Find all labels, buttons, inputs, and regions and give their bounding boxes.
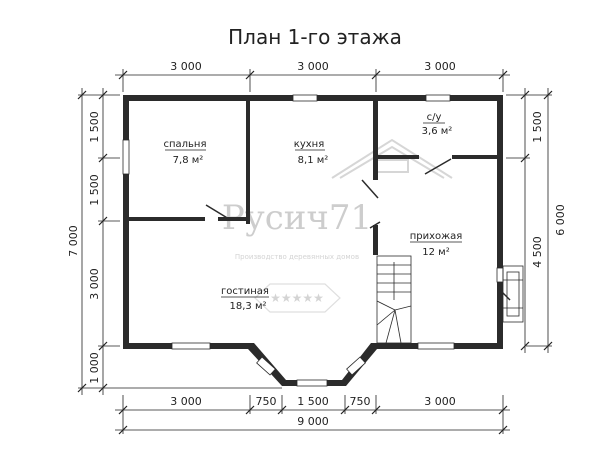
dim-left-1: 1 500 [88, 111, 101, 143]
kitchen-window-icon [292, 94, 318, 102]
room-labels: спальня 7,8 м² кухня 8,1 м² с/у 3,6 м² п… [163, 112, 462, 312]
room-area: 8,1 м² [298, 155, 329, 166]
room-kitchen: кухня 8,1 м² [294, 139, 329, 166]
room-name: с/у [427, 112, 442, 123]
room-name: кухня [294, 139, 324, 150]
bathroom-window-icon [425, 94, 451, 102]
watermark-stars-icon: ★★★★★ [270, 291, 324, 305]
dim-top-2: 3 000 [297, 60, 329, 73]
dim-left-2: 1 500 [88, 174, 101, 206]
room-living: гостиная 18,3 м² [221, 286, 269, 312]
living-window-icon [171, 342, 211, 350]
dim-left-3: 3 000 [88, 268, 101, 300]
dimension-bottom: 3 000 750 1 500 750 3 000 9 000 [115, 395, 510, 435]
bedroom-door-icon [205, 204, 230, 220]
bay-window-center-icon [296, 379, 328, 387]
bay-window-left-icon [256, 356, 276, 376]
bay-window-right-icon [346, 356, 366, 376]
dim-left-4: 1 000 [88, 352, 101, 384]
dim-top-3: 3 000 [424, 60, 456, 73]
kitchen-door-icon [361, 179, 379, 199]
room-bedroom: спальня 7,8 м² [163, 139, 206, 166]
room-area: 12 м² [422, 247, 449, 258]
entrance-door-icon [499, 289, 511, 301]
hall-side-window-icon [496, 267, 504, 283]
watermark-hexagon-icon [254, 283, 341, 313]
dim-right-2: 4 500 [531, 236, 544, 268]
dim-bottom-4: 750 [350, 395, 371, 408]
dim-left-total: 7 000 [67, 225, 80, 257]
staircase-icon [376, 255, 412, 344]
room-hallway: прихожая 12 м² [410, 231, 463, 258]
living-door-icon [369, 221, 381, 229]
dim-bottom-3: 1 500 [297, 395, 329, 408]
room-bathroom: с/у 3,6 м² [422, 112, 453, 137]
dim-bottom-1: 3 000 [170, 395, 202, 408]
porch-steps-icon [502, 265, 524, 323]
room-name: спальня [163, 139, 206, 150]
dim-bottom-total: 9 000 [297, 415, 329, 428]
dimension-right: 1 500 4 500 6 000 [506, 88, 567, 353]
dim-right-1: 1 500 [531, 111, 544, 143]
dim-top-1: 3 000 [170, 60, 202, 73]
hall-window-icon [417, 342, 455, 350]
bathroom-door-icon [424, 158, 452, 175]
plan-title: План 1-го этажа [228, 25, 402, 49]
room-name: прихожая [410, 231, 463, 242]
room-area: 7,8 м² [173, 155, 204, 166]
dimension-left: 1 500 1 500 3 000 1 000 7 000 [67, 88, 282, 395]
room-area: 3,6 м² [422, 126, 453, 137]
dimension-top: 3 000 3 000 3 000 [115, 60, 510, 92]
dim-bottom-5: 3 000 [424, 395, 456, 408]
dim-right-total: 6 000 [554, 204, 567, 236]
room-area: 18,3 м² [230, 301, 267, 312]
windows [122, 94, 504, 387]
room-name: гостиная [221, 286, 269, 297]
watermark-tagline: Производство деревянных домов [235, 253, 359, 261]
bedroom-window-icon [122, 139, 130, 175]
dim-bottom-2: 750 [256, 395, 277, 408]
